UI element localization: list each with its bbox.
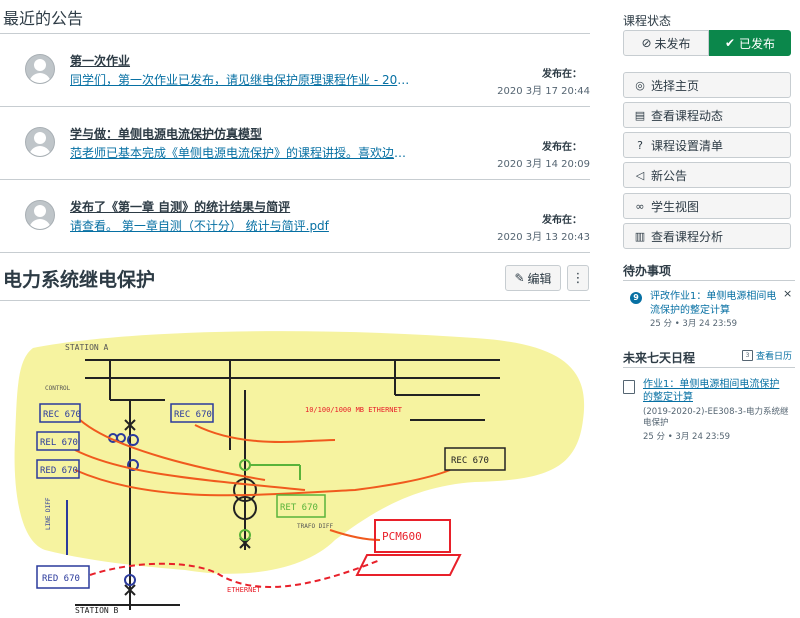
rec670-right-box — [444, 447, 506, 471]
glasses-icon: ∞ — [635, 199, 645, 213]
control-label: CONTROL — [45, 385, 71, 392]
ethernet-top-label: 10/100/1000 MB ETHERNET — [305, 406, 403, 414]
red670-bottom-box — [36, 565, 90, 589]
rec670-second-label: REC 670 — [174, 410, 212, 420]
posted-label: 发布在： — [542, 142, 582, 153]
action-label: 课程设置清单 — [651, 138, 724, 153]
line-diff-label: LINE DIFF — [45, 497, 52, 530]
view-calendar-label: 查看日历 — [756, 352, 793, 362]
edit-label: 编辑 — [527, 271, 552, 286]
rec670-label: REC 670 — [43, 410, 81, 420]
todo-item-meta: 25 分 • 3月 24 23:59 — [650, 319, 738, 329]
main-content: 最近的公告 第一次作业 同学们，第一次作业已发布，请见继电保护原理课程作业 - … — [0, 9, 590, 615]
announcement-item[interactable]: 发布了《第一章 自测》的统计结果与简评 请查看。 第一章自测（不计分） 统计与简… — [0, 180, 590, 253]
rel670-label: REL 670 — [40, 438, 78, 448]
more-options-button[interactable]: ⋮ — [567, 265, 589, 291]
calendar-icon: 3 — [742, 350, 753, 361]
current-transformer-marks — [108, 433, 139, 586]
question-icon: ? — [637, 138, 643, 152]
new-announcement-button[interactable]: ◁ 新公告 — [623, 162, 791, 188]
analytics-icon: ▥ — [634, 229, 646, 243]
assignment-meta: 25 分 • 3月 24 23:59 — [643, 432, 731, 442]
substation-diagram-image: STATION A CONTROL REC 670 REL 670 RED 67… — [14, 331, 585, 615]
kebab-icon: ⋮ — [571, 270, 585, 286]
pcm600-keyboard — [355, 554, 462, 576]
choose-home-page-button[interactable]: ◎ 选择主页 — [623, 72, 791, 98]
divider — [623, 280, 795, 281]
course-setup-checklist-button[interactable]: ? 课程设置清单 — [623, 132, 791, 158]
right-sidebar: 课程状态 ⊘ 未发布 ✔ 已发布 ◎ 选择主页 ▤ 查看课程动态 ? 课程设置清… — [620, 0, 800, 618]
assignment-course: (2019-2020-2)-EE308-3-电力系统继电保护 — [643, 407, 789, 428]
announcement-message[interactable]: 同学们，第一次作业已发布，请见继电保护原理课程作业 - 2020 -... — [70, 73, 415, 87]
rec670-box — [39, 403, 81, 423]
posted-date: 2020 3月 17 20:44 — [497, 86, 590, 97]
station-area-highlight — [14, 331, 585, 574]
check-circle-icon: ✔ — [724, 36, 736, 50]
ethernet-links — [74, 419, 451, 541]
student-view-button[interactable]: ∞ 学生视图 — [623, 193, 791, 219]
edit-button[interactable]: ✎ 编辑 — [505, 265, 561, 291]
action-label: 查看课程分析 — [651, 229, 724, 244]
view-course-stream-button[interactable]: ▤ 查看课程动态 — [623, 102, 791, 128]
divider — [0, 33, 590, 34]
avatar — [25, 54, 55, 84]
ret670-label: RET 670 — [280, 503, 318, 513]
megaphone-icon: ◁ — [635, 168, 645, 182]
dismiss-icon[interactable]: × — [783, 287, 793, 300]
red670-label: RED 670 — [40, 466, 78, 476]
announcement-message[interactable]: 范老师已基本完成《单侧电源电流保护》的课程讲授。喜欢边学边... — [70, 146, 415, 160]
posted-label: 发布在： — [542, 69, 582, 80]
posted-date: 2020 3月 13 20:43 — [497, 232, 590, 243]
announcement-item[interactable]: 第一次作业 同学们，第一次作业已发布，请见继电保护原理课程作业 - 2020 -… — [0, 34, 590, 107]
avatar — [25, 200, 55, 230]
stream-icon: ▤ — [634, 108, 646, 122]
announcement-title[interactable]: 第一次作业 — [70, 54, 131, 68]
announcement-item[interactable]: 学与做：单侧电源电流保护仿真模型 范老师已基本完成《单侧电源电流保护》的课程讲授… — [0, 107, 590, 180]
todo-item-link[interactable]: 评改作业1：单侧电源相间电流保护的整定计算 — [650, 291, 777, 316]
ethernet-bottom-label: ETHERNET — [227, 586, 262, 594]
unpublish-button[interactable]: ⊘ 未发布 — [623, 30, 709, 56]
red670-bottom-label: RED 670 — [42, 574, 80, 584]
unpublish-label: 未发布 — [654, 36, 691, 51]
action-label: 新公告 — [651, 168, 688, 183]
announcements-heading: 最近的公告 — [3, 9, 84, 28]
rec670-right-label: REC 670 — [451, 456, 489, 466]
posted-label: 发布在： — [542, 215, 582, 226]
announcement-title[interactable]: 发布了《第一章 自测》的统计结果与简评 — [70, 200, 291, 214]
pencil-icon: ✎ — [514, 271, 525, 285]
avatar — [25, 127, 55, 157]
publish-button[interactable]: ✔ 已发布 — [709, 30, 791, 56]
action-label: 选择主页 — [651, 78, 700, 93]
coming-up-heading: 未来七天日程 — [623, 351, 696, 365]
action-label: 学生视图 — [651, 199, 700, 214]
course-analytics-button[interactable]: ▥ 查看课程分析 — [623, 223, 791, 249]
posted-date: 2020 3月 14 20:09 — [497, 159, 590, 170]
course-status-label: 课程状态 — [623, 14, 672, 28]
pcm600-screen — [374, 519, 451, 553]
ban-icon: ⊘ — [641, 36, 652, 50]
transformer-symbol — [233, 478, 257, 520]
announcement-title[interactable]: 学与做：单侧电源电流保护仿真模型 — [70, 127, 263, 141]
announcement-message[interactable]: 请查看。 第一章自测（不计分） 统计与简评.pdf — [70, 219, 329, 233]
todo-count-badge: 9 — [630, 292, 642, 304]
course-title: 电力系统继电保护 — [3, 269, 156, 291]
todo-heading: 待办事项 — [623, 264, 672, 278]
pcm600-label: PCM600 — [382, 530, 422, 543]
divider — [0, 300, 590, 301]
divider — [623, 367, 795, 368]
ethernet-dashed-link — [89, 559, 381, 588]
station-b-label: STATION B — [75, 606, 119, 615]
red670-box — [36, 459, 80, 479]
ret670-box — [276, 494, 326, 518]
trafo-diff-label: TRAFO DIFF — [297, 523, 334, 530]
target-icon: ◎ — [635, 78, 645, 92]
assignment-icon — [623, 380, 635, 394]
assignment-link[interactable]: 作业1：单侧电源相间电流保护的整定计算 — [643, 379, 780, 403]
rec670-second-box — [170, 403, 214, 423]
rel670-box — [36, 431, 80, 451]
view-calendar-link[interactable]: 3 查看日历 — [742, 349, 792, 362]
station-a-label: STATION A — [65, 343, 109, 352]
publish-label: 已发布 — [739, 36, 776, 51]
action-label: 查看课程动态 — [651, 108, 724, 123]
